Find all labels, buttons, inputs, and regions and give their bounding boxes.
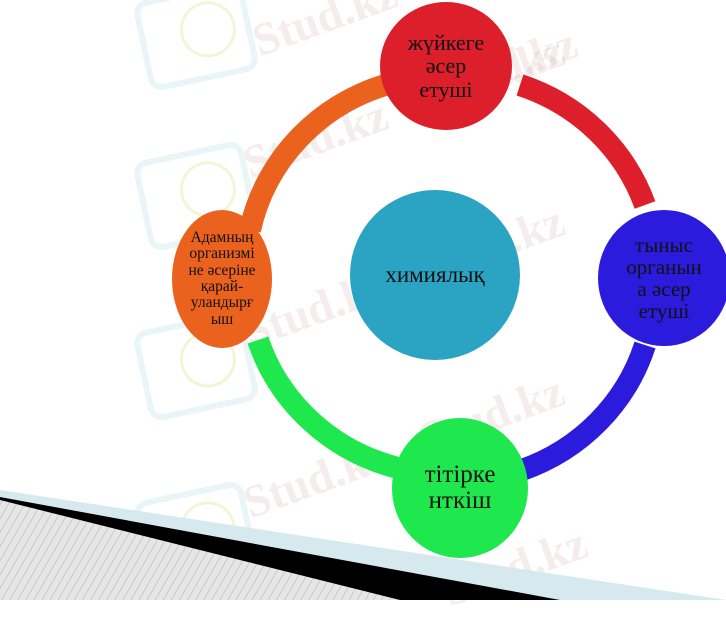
arc-right-to-bottom bbox=[518, 341, 656, 481]
node-top: жүйкеге әсер етуші bbox=[380, 2, 512, 130]
arc-top-to-right bbox=[516, 74, 656, 209]
center-node: химиялық bbox=[350, 190, 520, 360]
arc-bottom-to-left bbox=[247, 336, 401, 479]
arc-left-to-top bbox=[239, 74, 389, 233]
decorative-band bbox=[0, 490, 726, 600]
node-left: Адамның организмі не әсеріне қарай- улан… bbox=[172, 210, 272, 348]
node-right: тыныс органын а әсер етуші bbox=[598, 210, 726, 346]
cycle-ring bbox=[239, 74, 656, 481]
node-bottom: тітірке нткіш bbox=[392, 418, 528, 558]
node-top-label: жүйкеге әсер етуші bbox=[407, 30, 485, 102]
node-bottom-label: тітірке нткіш bbox=[424, 460, 496, 514]
center-label: химиялық bbox=[385, 261, 485, 287]
node-right-label: тыныс органын а әсер етуші bbox=[626, 232, 702, 324]
node-left-label: Адамның организмі не әсеріне қарай- улан… bbox=[188, 229, 256, 328]
slide: Stud.kz Stud.kz - Stud.kz Stud.kz - Stud… bbox=[0, 0, 726, 600]
